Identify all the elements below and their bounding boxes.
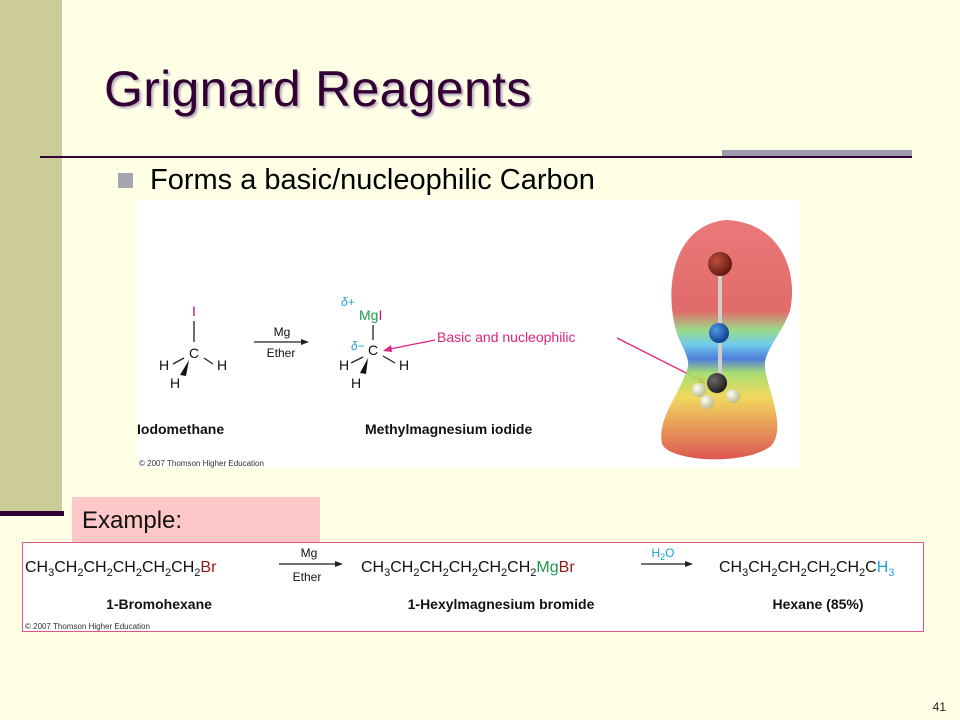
electrostatic-potential-map	[661, 220, 793, 460]
sidebar-rule	[0, 511, 64, 516]
reactant-h-left: H	[159, 357, 169, 373]
reactant-c-h-bond-left	[172, 357, 185, 365]
product-wedge-bond	[360, 358, 368, 374]
bromohexane-formula: CH3CH2CH2CH2CH2CH2Br	[25, 559, 217, 579]
hexylmagnesium-bromide-formula: CH3CH2CH2CH2CH2CH2MgBr	[361, 559, 575, 579]
reactant-carbon: C	[189, 345, 199, 361]
product-h-bottom: H	[351, 375, 361, 391]
annotation-arrow-left	[384, 339, 436, 351]
left-sidebar-bar	[0, 0, 62, 515]
reagent-water-label: H2O	[651, 546, 674, 562]
slide-title: Grignard Reagents	[104, 61, 532, 117]
product-h-left: H	[339, 357, 349, 373]
figure-copyright-2: © 2007 Thomson Higher Education	[25, 622, 150, 631]
reaction-arrowhead-1	[301, 339, 309, 345]
product-carbon: C	[368, 342, 378, 358]
delta-plus-label: δ+	[341, 295, 355, 309]
product-name: Methylmagnesium iodide	[365, 421, 532, 437]
example-label: Example:	[82, 507, 183, 534]
product-i-text: I	[378, 307, 382, 323]
carbon-atom	[707, 373, 727, 393]
slide-number: 41	[932, 700, 946, 714]
product-mgi: MgI	[359, 307, 382, 323]
halogen-atom	[708, 252, 732, 276]
title-underline	[40, 156, 912, 158]
delta-minus-label: δ−	[351, 339, 365, 353]
product-c-h-bond-left	[350, 356, 364, 364]
reactant-iodine: I	[192, 303, 196, 319]
magnesium-atom	[709, 323, 729, 343]
solvent-ether-label: Ether	[267, 346, 296, 360]
hydrogen-atom-3	[726, 389, 740, 403]
figure-copyright: © 2007 Thomson Higher Education	[139, 459, 264, 468]
hexane-name: Hexane (85%)	[772, 596, 863, 612]
product-h-right: H	[399, 357, 409, 373]
annotation-arrowhead-left	[383, 345, 392, 352]
hexane-formula: CH3CH2CH2CH2CH2CH3	[719, 559, 894, 579]
hexylmagnesium-bromide-name: 1-Hexylmagnesium bromide	[408, 596, 595, 612]
bullet-text: Forms a basic/nucleophilic Carbon	[150, 164, 595, 196]
reactant-c-h-bond-right	[203, 357, 214, 365]
title-accent-bar	[722, 150, 912, 156]
example-label-box: Example:	[72, 497, 320, 545]
bullet-square-icon	[118, 173, 133, 188]
hydrogen-atom-2	[700, 395, 714, 409]
reagent-mg-label-2: Mg	[301, 546, 318, 560]
bromohexane-name: 1-Bromohexane	[106, 596, 212, 612]
annotation-text: Basic and nucleophilic	[437, 329, 576, 345]
product-mg-text: Mg	[359, 307, 378, 323]
grignard-formation-svg: I C H H H Mg Ether δ+ MgI δ− C H H H Bas…	[137, 220, 793, 468]
reagent-mg-label: Mg	[274, 325, 291, 339]
grignard-formation-figure: I C H H H Mg Ether δ+ MgI δ− C H H H Bas…	[137, 200, 799, 468]
product-c-h-bond-right	[382, 355, 396, 364]
reaction-arrowhead-2	[335, 561, 343, 567]
solvent-ether-label-2: Ether	[293, 570, 322, 584]
hexane-synthesis-figure: CH3CH2CH2CH2CH2CH2Br Mg Ether CH3CH2CH2C…	[22, 542, 924, 632]
reaction-arrowhead-3	[685, 561, 693, 567]
hexane-synthesis-svg: CH3CH2CH2CH2CH2CH2Br Mg Ether CH3CH2CH2C…	[25, 546, 894, 631]
reactant-wedge-bond	[180, 360, 189, 376]
reactant-name: Iodomethane	[137, 421, 224, 437]
reactant-h-bottom: H	[170, 375, 180, 391]
hydrogen-atom-1	[692, 383, 706, 397]
reactant-h-right: H	[217, 357, 227, 373]
